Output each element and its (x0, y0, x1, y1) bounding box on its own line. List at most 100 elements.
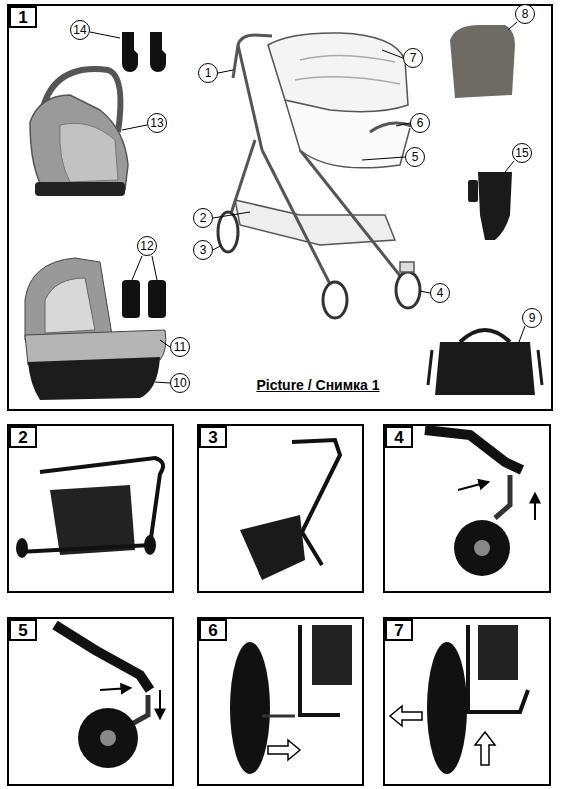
leader-line (90, 32, 120, 38)
carrycot-shell (28, 357, 160, 400)
callout-number: 15 (512, 143, 532, 163)
wheel (144, 535, 156, 555)
leader-line (213, 212, 250, 218)
picture-caption: Picture / Снимка 1 (254, 377, 381, 393)
arrow (159, 690, 161, 718)
carrycot-hood-window (45, 278, 95, 333)
panel-frame (8, 618, 173, 785)
front-leg (262, 150, 333, 290)
callout-number: 13 (147, 113, 167, 133)
front-wheel (323, 282, 347, 318)
rear-wheel-release (390, 625, 528, 774)
number-text: 12 (140, 240, 153, 252)
car-seat-base (35, 182, 125, 196)
front-wheel-fit (55, 625, 160, 768)
panel-frame (8, 425, 173, 592)
panel-number: 2 (9, 426, 37, 448)
car-seat-cover (60, 123, 118, 182)
number-text: 4 (437, 287, 444, 299)
callout-number: 14 (70, 20, 90, 40)
number-text: 6 (208, 622, 217, 639)
stroller-frame (240, 440, 340, 580)
callout-number: 6 (410, 113, 430, 133)
callout-number: 7 (403, 48, 423, 68)
carrycot-adapters (122, 280, 166, 318)
leader-line (420, 291, 430, 293)
folded-frame (18, 458, 163, 552)
number-text: 15 (515, 147, 528, 159)
arrow (534, 494, 536, 520)
callout-number: 12 (137, 236, 157, 256)
swivel-lock (400, 262, 414, 272)
bag-body (435, 342, 535, 395)
adapter (148, 280, 166, 318)
stroller (218, 33, 420, 318)
number-text: 9 (529, 312, 536, 324)
leader-line (155, 382, 170, 383)
adapter (150, 32, 166, 72)
callout-number: 3 (193, 240, 213, 260)
frame-leg (468, 625, 528, 712)
callout-number: 5 (405, 147, 425, 167)
rear-wheel-fit (230, 625, 352, 774)
panel-frame (384, 425, 550, 592)
leader-line (362, 157, 405, 160)
panel-frames (8, 5, 552, 785)
wheel (427, 642, 467, 774)
car-seat (30, 69, 128, 196)
number-text: 5 (412, 151, 419, 163)
number-text: 3 (200, 244, 207, 256)
wheel-stem (130, 695, 148, 725)
basket (478, 625, 518, 680)
cup-holder-body (478, 172, 512, 240)
hub (100, 730, 116, 746)
arrow (100, 688, 130, 690)
callout-number: 8 (515, 4, 535, 24)
carrycot-hood (25, 258, 112, 340)
leader-lines (90, 22, 525, 383)
bumper-bar (370, 123, 412, 132)
car-seat-adapters (122, 32, 166, 72)
panel-number: 3 (199, 426, 227, 448)
number-text: 4 (394, 429, 403, 446)
leader-line (382, 50, 403, 58)
number-text: 10 (173, 377, 186, 389)
panel-frame (8, 5, 552, 410)
folded-stroller (16, 458, 163, 558)
leader-line (213, 245, 222, 250)
number-text: 11 (174, 341, 186, 353)
number-text: 6 (417, 117, 424, 129)
number-text: 7 (410, 52, 417, 64)
callout-number: 10 (170, 373, 190, 393)
callout-number: 2 (193, 208, 213, 228)
basket (240, 515, 305, 580)
bag-handle (460, 330, 510, 342)
cup-holder-clamp (468, 180, 478, 202)
panel-number: 4 (385, 426, 413, 448)
hollow-arrow (268, 740, 300, 760)
leader-line (152, 256, 157, 280)
number-text: 3 (208, 429, 217, 446)
panel-number: 5 (9, 619, 37, 641)
leader-line (122, 125, 147, 130)
hollow-arrow (390, 706, 422, 726)
axle (262, 715, 295, 718)
canopy (268, 33, 408, 112)
panel-frame (198, 618, 363, 785)
folded-seat (50, 485, 135, 555)
leader-line (508, 22, 517, 30)
bag (428, 330, 542, 395)
number-text: 7 (394, 622, 403, 639)
handlebar (233, 35, 272, 150)
canopy-seams (295, 55, 400, 84)
frame-leg (425, 430, 522, 470)
callout-number: 4 (430, 283, 450, 303)
panel-number: 6 (199, 619, 227, 641)
leader-line (505, 161, 514, 172)
frame-leg (55, 625, 150, 690)
adapter (122, 280, 140, 318)
number-text: 2 (200, 212, 207, 224)
arrow (458, 482, 488, 490)
callout-number: 9 (522, 308, 542, 328)
